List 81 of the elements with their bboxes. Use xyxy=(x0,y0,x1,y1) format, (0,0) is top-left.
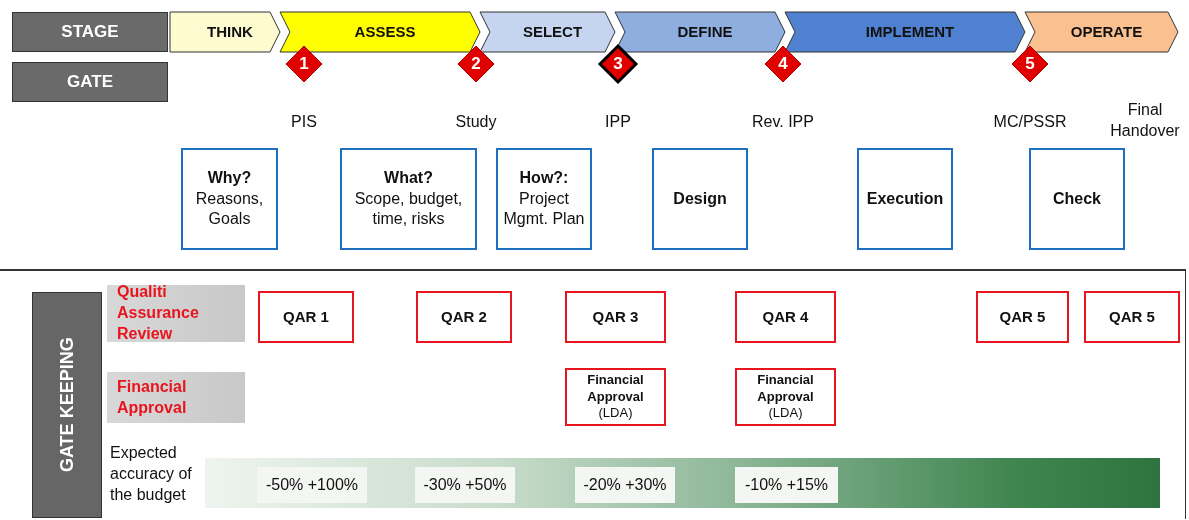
gate-name: Final Handover xyxy=(1109,100,1181,141)
box-heading: How?: xyxy=(518,167,570,188)
gate-name: Rev. IPP xyxy=(751,112,815,132)
stage-name: ASSESS xyxy=(354,22,416,42)
review-box xyxy=(1084,291,1180,343)
activity-box xyxy=(1029,148,1125,250)
header-text: STAGE xyxy=(61,20,119,43)
header-box xyxy=(12,62,168,102)
gate-number: 4 xyxy=(778,52,788,75)
stage-segment xyxy=(170,12,280,52)
gate-diamond xyxy=(1011,45,1049,83)
box-text: -10% +15% xyxy=(744,474,829,495)
box-text: QAR 5 xyxy=(999,307,1046,327)
box-text: (LDA) xyxy=(598,405,633,423)
box-text: QAR 1 xyxy=(283,307,329,327)
gate-name: MC/PSSR xyxy=(992,112,1068,132)
box-text: Scope, budget, time, risks xyxy=(353,188,464,230)
header-text: GATE xyxy=(67,70,113,93)
gate-number: 5 xyxy=(1025,52,1035,75)
box-text: Execution xyxy=(865,188,945,209)
stage-name: IMPLEMENT xyxy=(865,22,955,42)
section-header xyxy=(32,292,102,518)
review-box xyxy=(976,291,1069,343)
gate-number: 1 xyxy=(299,52,309,75)
stage-segment xyxy=(615,12,785,52)
accuracy-value xyxy=(257,467,367,503)
box-text: Reasons, Goals xyxy=(194,188,265,230)
box-text: QAR 5 xyxy=(1109,307,1155,327)
stage-name: DEFINE xyxy=(677,22,733,42)
accuracy-value xyxy=(735,467,838,503)
box-text: Qualiti Assurance Review xyxy=(117,282,200,344)
stage-segment xyxy=(1025,12,1178,52)
box-heading: Financial Approval xyxy=(756,371,815,406)
gate-name: PIS xyxy=(290,112,318,132)
gate-diamond xyxy=(457,45,495,83)
activity-box xyxy=(181,148,278,250)
box-text: -20% +30% xyxy=(583,474,667,495)
gate-diamond xyxy=(764,45,802,83)
row-header xyxy=(107,285,245,342)
gate-number: 3 xyxy=(613,52,623,75)
box-text: -30% +50% xyxy=(423,474,507,495)
stage-segment xyxy=(785,12,1025,52)
stage-name: SELECT xyxy=(522,22,583,42)
activity-box xyxy=(496,148,592,250)
gate-name: IPP xyxy=(604,112,632,132)
box-text: Check xyxy=(1052,188,1102,209)
stage-name: OPERATE xyxy=(1070,22,1143,42)
box-text: Design xyxy=(672,188,728,209)
box-text: -50% +100% xyxy=(265,474,359,495)
review-box xyxy=(735,291,836,343)
accuracy-bar xyxy=(205,458,1160,508)
row-header: Expected accuracy of the budget xyxy=(110,443,193,505)
header-box xyxy=(12,12,168,52)
box-text: (LDA) xyxy=(768,405,803,423)
box-text: Project Mgmt. Plan xyxy=(502,188,586,230)
row-header xyxy=(107,372,245,423)
review-box xyxy=(258,291,354,343)
box-heading: Why? xyxy=(206,167,253,188)
box-text: QAR 2 xyxy=(441,307,487,327)
box-text: QAR 3 xyxy=(592,307,639,327)
box-heading: Financial Approval xyxy=(586,371,645,406)
stage-segment xyxy=(280,12,480,52)
review-box xyxy=(565,291,666,343)
review-box xyxy=(416,291,512,343)
gate-diamond xyxy=(285,45,323,83)
stage-segment xyxy=(480,12,615,52)
activity-box xyxy=(857,148,953,250)
review-box xyxy=(735,368,836,426)
accuracy-value xyxy=(575,467,675,503)
review-box xyxy=(565,368,666,426)
activity-box xyxy=(652,148,748,250)
header-text: GATE KEEPING xyxy=(55,337,78,473)
stage-name: THINK xyxy=(207,22,253,42)
box-text: QAR 4 xyxy=(762,307,809,327)
accuracy-value xyxy=(415,467,515,503)
box-text: Financial Approval xyxy=(117,376,188,418)
gate-number: 2 xyxy=(471,52,481,75)
box-heading: What? xyxy=(383,167,434,188)
activity-box xyxy=(340,148,477,250)
gate-name: Study xyxy=(454,112,498,132)
gate-diamond xyxy=(599,45,637,83)
